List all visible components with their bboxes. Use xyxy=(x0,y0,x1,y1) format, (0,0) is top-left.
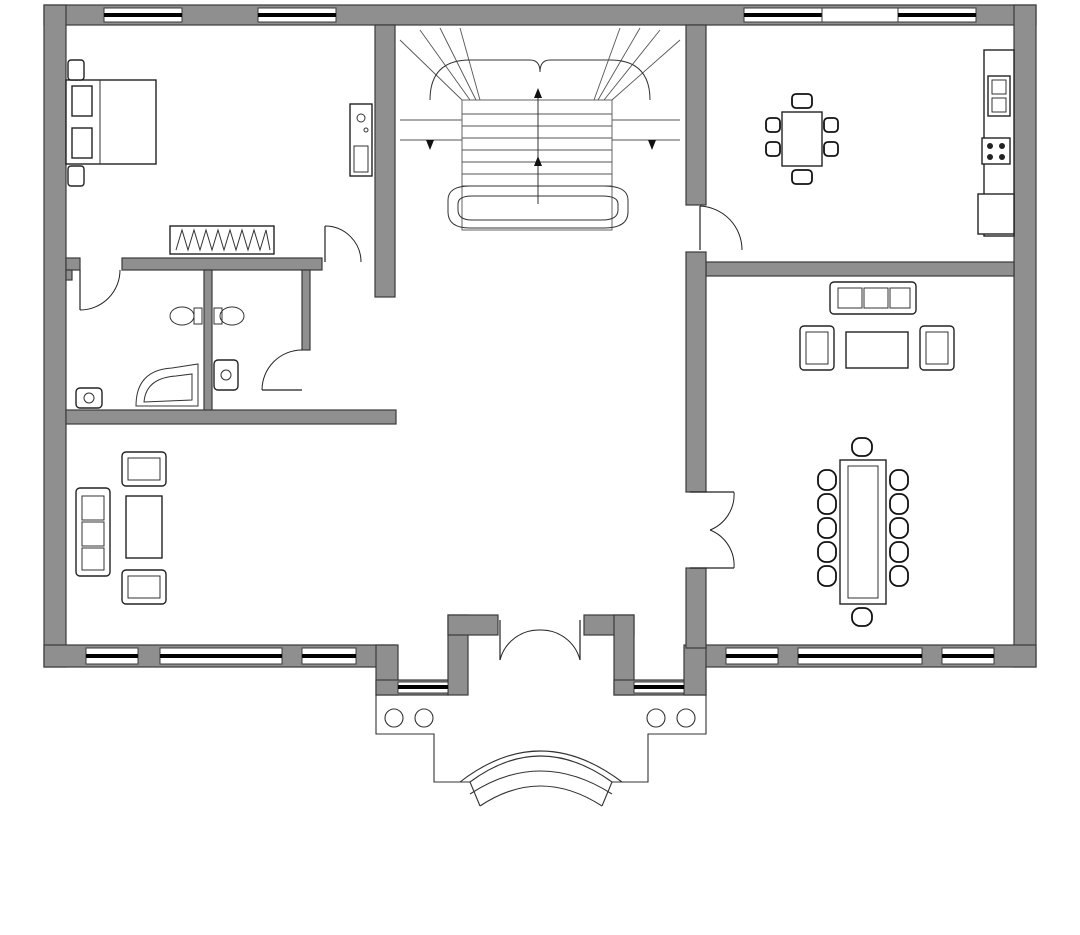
entrance-porch xyxy=(375,695,707,807)
bathtub-icon xyxy=(135,363,199,407)
toilet-icon xyxy=(169,306,203,326)
toilet-icon xyxy=(213,306,245,326)
swing-door-icon xyxy=(324,225,362,263)
wall-bath-right xyxy=(301,269,311,351)
staircase-icon xyxy=(399,27,681,231)
right-living-dining xyxy=(799,281,955,627)
washbasin-icon xyxy=(349,103,373,177)
wall-entrance-right-side xyxy=(683,644,707,696)
washbasin-icon xyxy=(213,359,239,391)
wall-stair-kitchen-upper xyxy=(685,24,707,206)
sofa-icon xyxy=(75,487,111,577)
wall-bedroom-bath-stub xyxy=(65,257,81,271)
dining-table-icon xyxy=(765,93,839,185)
wall-bedroom-bath xyxy=(121,257,323,271)
wall-kitchen-living xyxy=(705,261,1015,277)
swing-door-icon xyxy=(699,205,743,251)
coffee-table-icon xyxy=(125,495,163,559)
column xyxy=(676,708,696,728)
wall-left xyxy=(43,4,67,668)
wall-bath-bottom xyxy=(65,409,397,425)
washbasin-icon xyxy=(75,387,103,409)
left-living-room xyxy=(75,451,167,605)
wall-right xyxy=(1013,4,1037,668)
sofa-icon xyxy=(829,281,917,315)
armchair-icon xyxy=(919,325,955,371)
wall-bedroom-stair xyxy=(374,24,396,298)
wardrobe xyxy=(169,225,275,255)
wall-hall-living-lower xyxy=(685,567,707,649)
interior-walls xyxy=(65,24,1015,649)
bathroom xyxy=(75,306,245,409)
kitchen-counter xyxy=(977,49,1015,237)
wall-bath-partition xyxy=(203,269,213,413)
double-bed-icon xyxy=(65,59,157,187)
armchair-icon xyxy=(799,325,835,371)
armchair-icon xyxy=(121,569,167,605)
column xyxy=(384,708,404,728)
kitchen xyxy=(765,49,1015,237)
bedroom xyxy=(65,59,373,255)
dining-table-icon xyxy=(817,437,909,627)
cooktop-icon xyxy=(981,137,1011,165)
window-top-4 xyxy=(821,7,899,23)
doors xyxy=(79,205,743,661)
armchair-icon xyxy=(121,451,167,487)
swing-door-icon xyxy=(261,349,303,391)
swing-door-icon xyxy=(79,269,121,311)
coffee-table-icon xyxy=(845,331,909,369)
wall-bath-left-stub xyxy=(65,269,73,281)
wall-hall-living-mid xyxy=(685,251,707,493)
windows xyxy=(85,7,995,694)
double-door-icon xyxy=(499,620,581,661)
column xyxy=(646,708,666,728)
wall-entrance-left-cap xyxy=(447,614,499,636)
double-door-icon xyxy=(690,491,735,569)
column xyxy=(414,708,434,728)
kitchen-sink-icon xyxy=(987,75,1011,117)
